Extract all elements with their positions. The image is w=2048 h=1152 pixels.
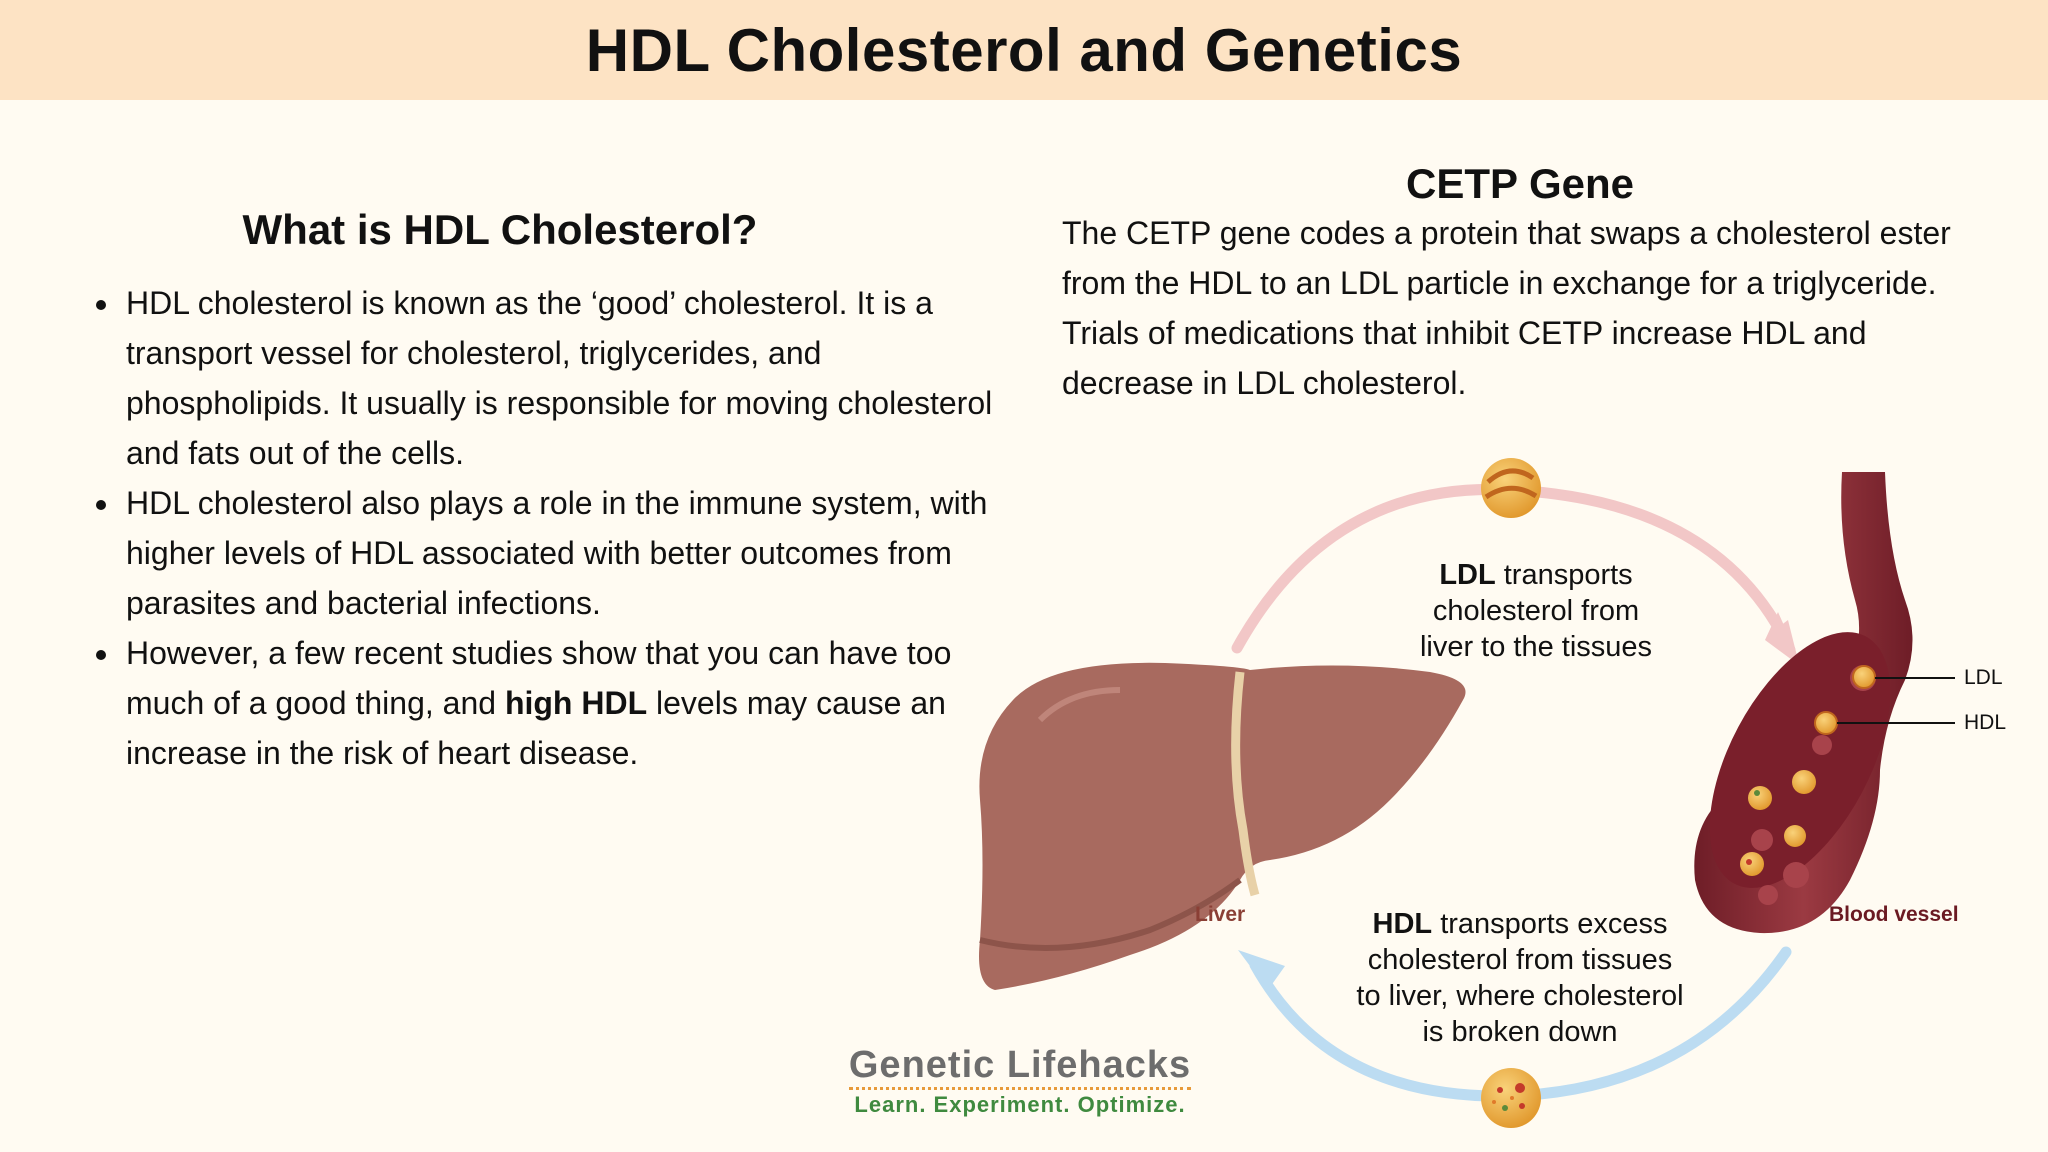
page-title: HDL Cholesterol and Genetics <box>585 16 1463 84</box>
genetic-lifehacks-logo: Genetic Lifehacks Learn. Experiment. Opt… <box>820 1045 1220 1118</box>
ldl-caption-text: liver to the tissues <box>1419 631 1653 663</box>
header-banner: HDL Cholesterol and Genetics <box>0 0 2048 100</box>
blood-vessel-label: Blood vessel <box>1829 903 1959 926</box>
hdl-section-heading: What is HDL Cholesterol? <box>242 206 758 253</box>
hdl-caption-text: to liver, where cholesterol <box>1356 980 1684 1012</box>
vessel-ldl-particle <box>1852 665 1876 689</box>
bullet-item: HDL cholesterol is known as the ‘good’ c… <box>122 278 1002 478</box>
cetp-description: The CETP gene codes a protein that swaps… <box>1062 215 1951 401</box>
cetp-section-heading: CETP Gene <box>1406 160 1634 207</box>
bullet-bold-text: high HDL <box>504 685 648 721</box>
hdl-label: HDL <box>1964 711 2007 734</box>
logo-tagline: Learn. Experiment. Optimize. <box>854 1092 1186 1117</box>
blood-vessel-illustration <box>1694 472 1913 934</box>
hdl-particle-icon <box>1481 1068 1541 1128</box>
bullet-text: HDL cholesterol is known as the ‘good’ c… <box>126 285 993 471</box>
bullet-text: HDL cholesterol also plays a role in the… <box>126 485 988 621</box>
liver-illustration <box>979 662 1466 990</box>
hdl-caption-text: transports excess <box>1432 908 1668 940</box>
hdl-caption-text: cholesterol from tissues <box>1367 944 1673 976</box>
hdl-transport-caption: HDL transports excess cholesterol from t… <box>1318 906 1722 1050</box>
hdl-caption-bold: HDL <box>1372 908 1433 940</box>
bullet-text: levels may cause an increase in the risk… <box>126 685 946 771</box>
logo-name: Genetic Lifehacks <box>848 1045 1192 1090</box>
bullet-item: However, a few recent studies show that … <box>122 628 1002 778</box>
ldl-caption-text: transports <box>1495 559 1633 591</box>
cholesterol-transport-diagram <box>979 458 1955 1128</box>
bullet-item: HDL cholesterol also plays a role in the… <box>122 478 1002 628</box>
ldl-label: LDL <box>1964 666 2003 689</box>
hdl-bullet-list: HDL cholesterol is known as the ‘good’ c… <box>84 278 1002 778</box>
ldl-particle-icon <box>1481 458 1541 518</box>
hdl-arrowhead <box>1238 950 1285 990</box>
bullet-text: However, a few recent studies show that … <box>126 635 952 721</box>
ldl-transport-caption: LDL transports cholesterol from liver to… <box>1360 557 1712 665</box>
hdl-caption-text: is broken down <box>1422 1016 1618 1048</box>
vessel-hdl-particle <box>1814 711 1838 735</box>
ldl-caption-text: cholesterol from <box>1432 595 1640 627</box>
ldl-caption-bold: LDL <box>1439 559 1496 591</box>
liver-label: Liver <box>1195 903 1246 926</box>
